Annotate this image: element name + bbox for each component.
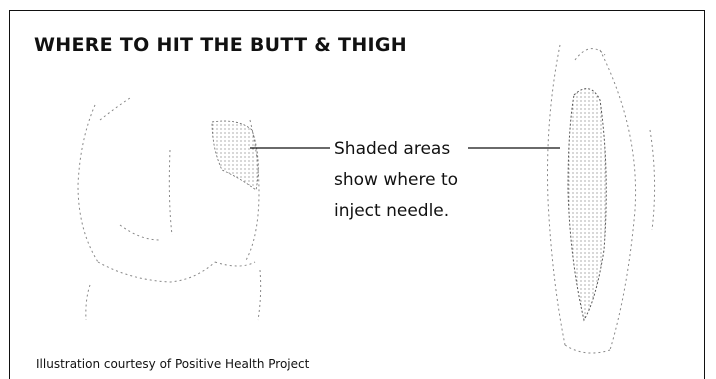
caption-line-1: Shaded areas — [334, 134, 514, 165]
illustration-credit: Illustration courtesy of Positive Health… — [36, 357, 309, 371]
caption-line-2: show where to — [334, 165, 514, 196]
injection-caption: Shaded areas show where to inject needle… — [334, 134, 514, 227]
thigh-shaded-area — [568, 89, 606, 320]
buttocks-shaded-area — [212, 121, 258, 190]
caption-line-3: inject needle. — [334, 196, 514, 227]
